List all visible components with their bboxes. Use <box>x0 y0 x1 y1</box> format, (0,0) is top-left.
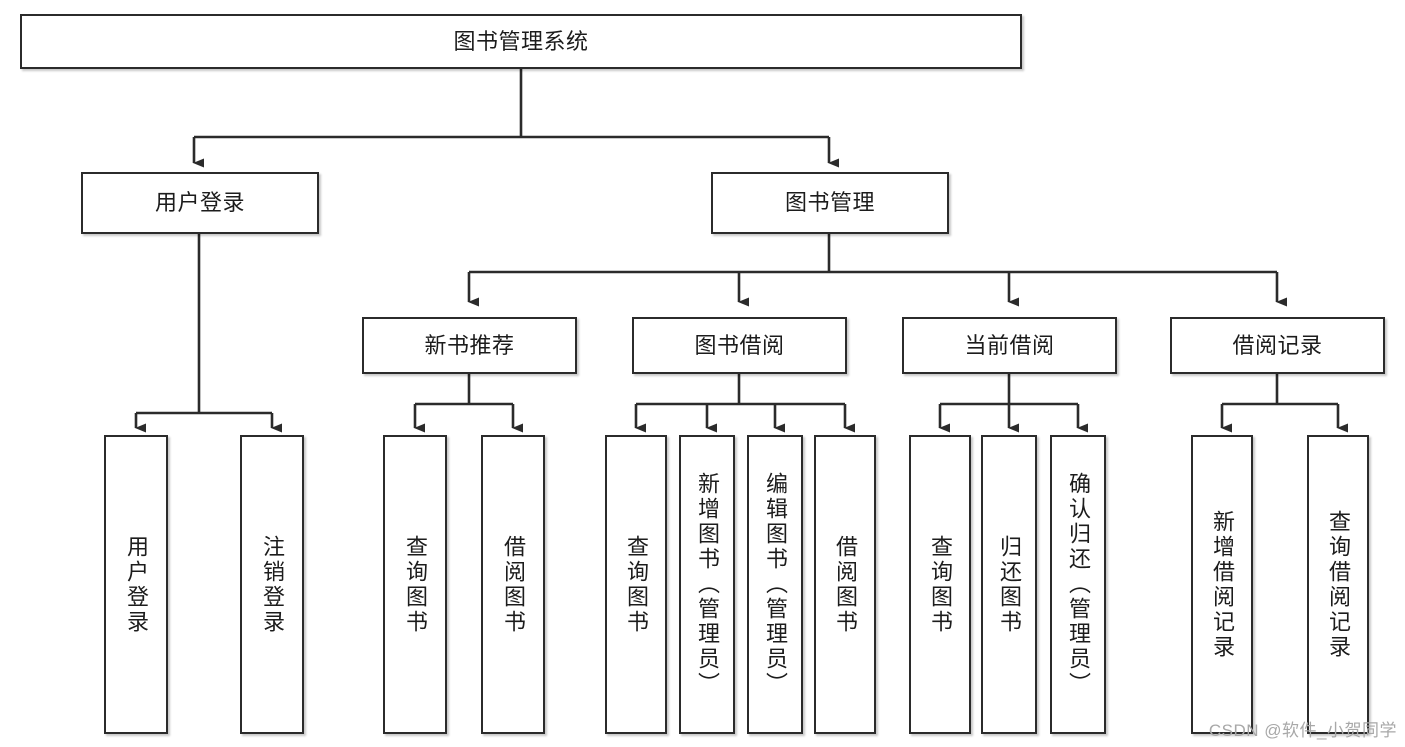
node-leaf-add-record-label: 新增借阅记录 <box>1210 509 1235 660</box>
node-leaf-add-record[interactable]: 新增借阅记录 <box>1191 435 1253 734</box>
node-borrow-record-label: 借阅记录 <box>1232 332 1323 358</box>
node-book-borrow-label: 图书借阅 <box>694 332 785 358</box>
node-book-borrow[interactable]: 图书借阅 <box>632 317 847 374</box>
node-leaf-logout[interactable]: 注销登录 <box>240 435 304 734</box>
node-current-borrow-label: 当前借阅 <box>964 332 1055 358</box>
node-leaf-borrow-book-2-label: 借阅图书 <box>833 534 858 635</box>
node-book-manage-label: 图书管理 <box>784 190 875 216</box>
node-current-borrow[interactable]: 当前借阅 <box>902 317 1117 374</box>
node-leaf-user-login[interactable]: 用户登录 <box>104 435 168 734</box>
node-leaf-query-record-label: 查询借阅记录 <box>1326 509 1351 660</box>
node-leaf-edit-book-label: 编辑图书（管理员） <box>763 472 788 697</box>
node-leaf-borrow-book-2[interactable]: 借阅图书 <box>814 435 876 734</box>
node-new-book-rec-label: 新书推荐 <box>424 332 515 358</box>
node-leaf-user-login-label: 用户登录 <box>124 534 149 635</box>
node-leaf-add-book[interactable]: 新增图书（管理员） <box>679 435 735 734</box>
node-leaf-confirm-return-label: 确认归还（管理员） <box>1066 472 1091 697</box>
node-leaf-edit-book[interactable]: 编辑图书（管理员） <box>747 435 803 734</box>
node-leaf-query-record[interactable]: 查询借阅记录 <box>1307 435 1369 734</box>
node-borrow-record[interactable]: 借阅记录 <box>1170 317 1385 374</box>
node-leaf-query-book-2-label: 查询图书 <box>624 534 649 635</box>
node-leaf-query-book-3[interactable]: 查询图书 <box>909 435 971 734</box>
node-new-book-rec[interactable]: 新书推荐 <box>362 317 577 374</box>
node-leaf-confirm-return[interactable]: 确认归还（管理员） <box>1050 435 1106 734</box>
node-leaf-return-book-label: 归还图书 <box>997 534 1022 635</box>
node-leaf-borrow-book-1-label: 借阅图书 <box>501 534 526 635</box>
node-leaf-query-book-2[interactable]: 查询图书 <box>605 435 667 734</box>
node-leaf-return-book[interactable]: 归还图书 <box>981 435 1037 734</box>
node-book-manage[interactable]: 图书管理 <box>711 172 949 234</box>
node-leaf-query-book-3-label: 查询图书 <box>928 534 953 635</box>
watermark: CSDN @软件_小贺同学 <box>1208 721 1397 740</box>
node-leaf-add-book-label: 新增图书（管理员） <box>695 472 720 697</box>
node-root-label: 图书管理系统 <box>453 28 589 54</box>
node-leaf-query-book-1[interactable]: 查询图书 <box>383 435 447 734</box>
node-leaf-borrow-book-1[interactable]: 借阅图书 <box>481 435 545 734</box>
node-user-login[interactable]: 用户登录 <box>81 172 319 234</box>
node-leaf-logout-label: 注销登录 <box>260 534 285 635</box>
node-root[interactable]: 图书管理系统 <box>20 14 1022 69</box>
node-user-login-label: 用户登录 <box>154 190 245 216</box>
node-leaf-query-book-1-label: 查询图书 <box>403 534 428 635</box>
